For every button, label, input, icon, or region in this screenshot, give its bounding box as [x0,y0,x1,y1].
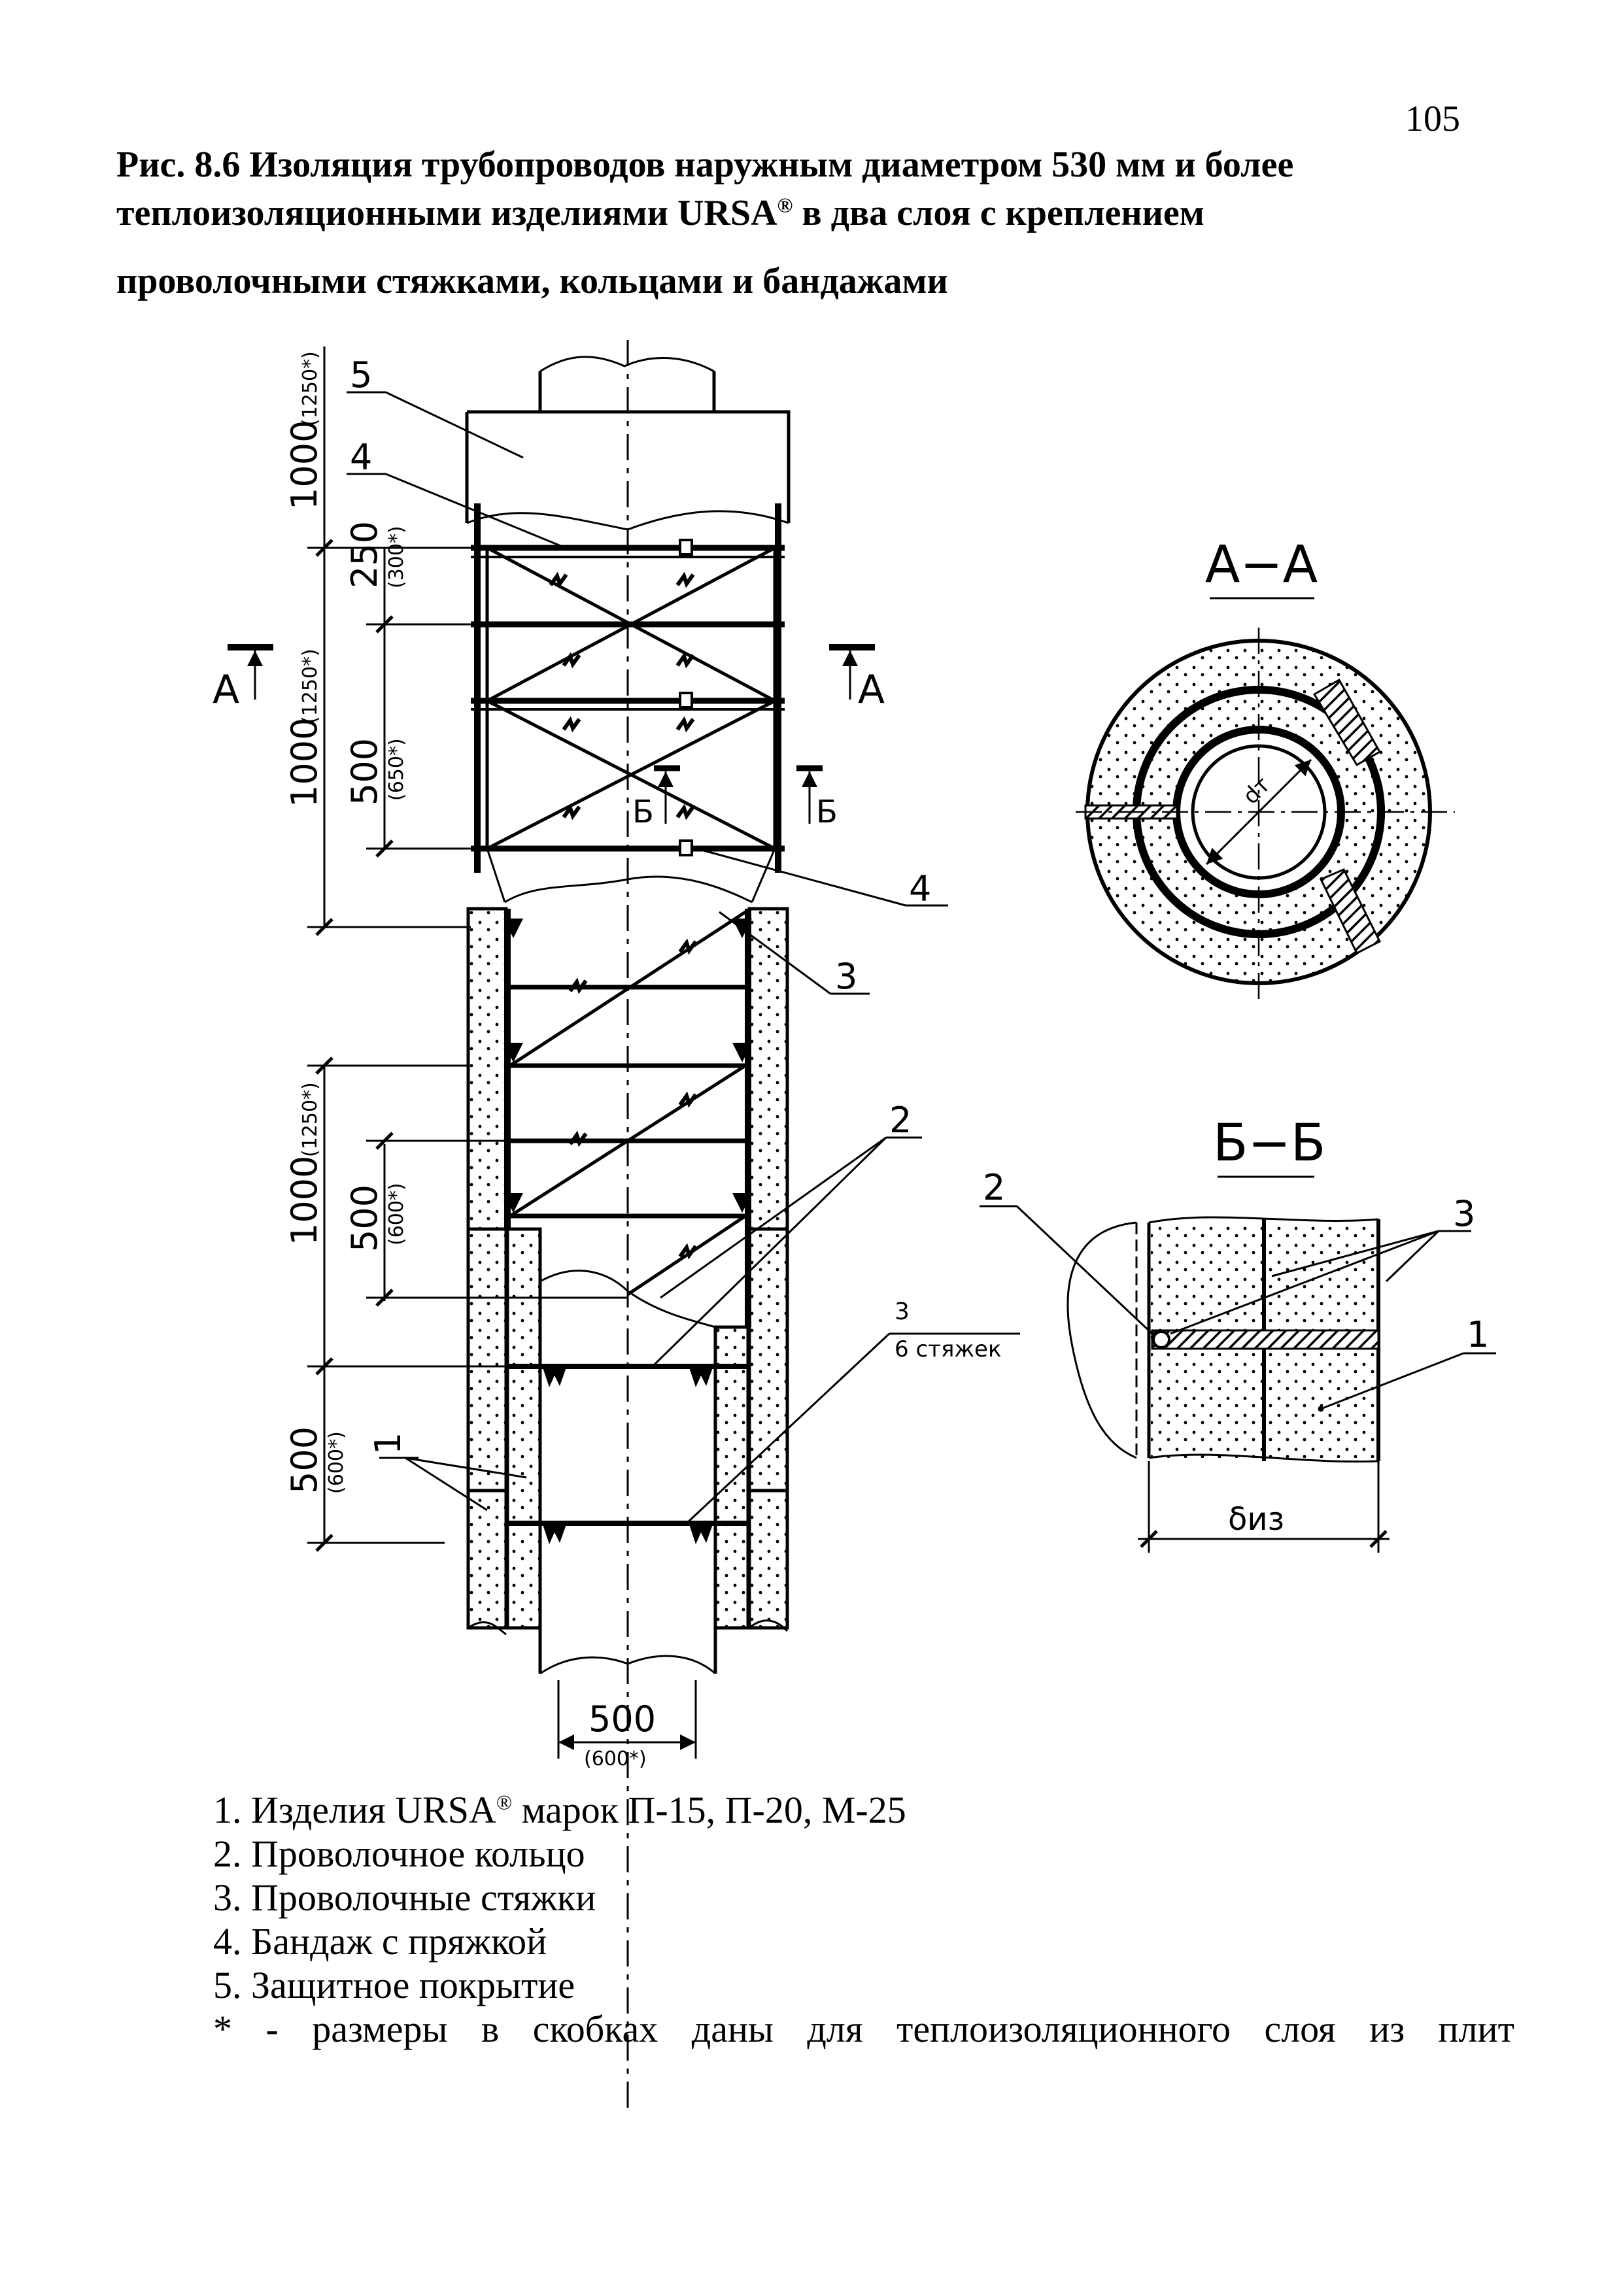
bb-callout-2: 2 [983,1167,1005,1208]
callout-3-ties: 3 [895,1298,910,1325]
dim-1-alt: (1250*) [299,351,322,426]
note-word: размеры [312,2008,448,2050]
page-number: 105 [1405,99,1460,139]
dimension-labels: 1000 (1250*) 250 (300*) 1000 (1250*) 500… [284,351,408,1494]
dim-bottom-alt: (600*) [584,1747,647,1770]
legend-item-1-start: 1. Изделия URSA [213,1789,496,1831]
note-word: - [265,2008,279,2050]
dim-5-alt: (1250*) [299,1082,322,1157]
legend-item-5: 5. Защитное покрытие [213,1964,575,2006]
section-mark-a-left: А [213,667,239,713]
note-word: скобках [532,2008,658,2050]
note-word: слоя [1264,2008,1336,2050]
figure-title: Рис. 8.6 Изоляция трубопроводов наружным… [116,141,1457,305]
dim-2-main: 250 [344,521,385,588]
section-mark-b-right: Б [816,794,838,830]
dim-bottom-main: 500 [589,1698,656,1740]
dim-6-main: 500 [344,1185,385,1252]
title-line-2-end: в два слоя с креплением [793,193,1204,233]
section-aa-view [1076,628,1455,1000]
dim-7-alt: (600*) [325,1431,348,1494]
title-line-3: проволочными стяжками, кольцами и бандаж… [116,261,948,301]
title-line-1: Рис. 8.6 Изоляция трубопроводов наружным… [116,144,1294,185]
registered-mark: ® [777,193,793,217]
dim-4-main: 500 [344,738,385,805]
title-line-2-start: теплоизоляционными изделиями URSA [116,193,777,233]
callout-5: 5 [350,354,372,396]
dim-3-main: 1000 [284,718,325,807]
callout-4-top: 4 [350,437,372,478]
dimension-chains [307,346,628,1552]
note-word: теплоизоляционного [896,2008,1231,2050]
callout-2-mid: 2 [889,1100,912,1141]
pipe-elevation-view [465,340,791,2112]
note-word: плит [1438,2008,1514,2050]
callout-labels: 5 4 4 3 2 3 6 стяжек 1 [350,354,1001,1455]
section-aa-title: А−А [1205,535,1318,594]
ties-note: 6 стяжек [895,1336,1001,1362]
callout-1-left: 1 [367,1432,409,1455]
section-bb-view [980,1205,1496,1553]
legend-item-3: 3. Проволочные стяжки [213,1876,596,1919]
legend-item-2: 2. Проволочное кольцо [213,1832,585,1875]
bb-callout-1: 1 [1467,1314,1489,1355]
section-marks [228,644,875,824]
legend-item-1-end: марок П-15, П-20, М-25 [512,1789,906,1831]
note-word: для [807,2008,863,2050]
leader-lines [347,391,1020,1525]
section-mark-b-left: Б [632,794,654,830]
title-line-2: теплоизоляционными изделиями URSA® в два… [116,189,1457,237]
legend-registered-mark: ® [496,1790,513,1814]
section-mark-a-right: А [858,667,885,713]
dim-3-alt: (1250*) [299,649,322,724]
bb-callout-3: 3 [1453,1193,1475,1234]
legend-item-1: 1. Изделия URSA® марок П-15, П-20, М-25 [213,1788,1514,1832]
dim-6-alt: (600*) [385,1183,408,1245]
callout-3-mid: 3 [835,956,857,997]
dim-7-main: 500 [284,1427,325,1494]
section-mark-labels: А А Б Б [213,667,885,830]
dim-5-main: 1000 [284,1156,325,1245]
note-word: * [213,2008,232,2050]
dim-4-alt: (650*) [385,738,408,801]
dim-1-main: 1000 [284,420,325,510]
callout-4-mid: 4 [909,868,931,909]
note-word: из [1369,2008,1405,2050]
legend-note: * - размеры в скобках даны для теплоизол… [213,2007,1514,2051]
note-word: в [481,2008,500,2050]
thickness-label: δиз [1228,1501,1284,1538]
legend-item-4: 4. Бандаж с пряжкой [213,1920,547,1963]
section-bb-title: Б−Б [1213,1114,1325,1173]
legend: 1. Изделия URSA® марок П-15, П-20, М-25 … [213,1788,1514,2051]
dim-2-alt: (300*) [385,526,408,588]
note-word: даны [691,2008,774,2050]
